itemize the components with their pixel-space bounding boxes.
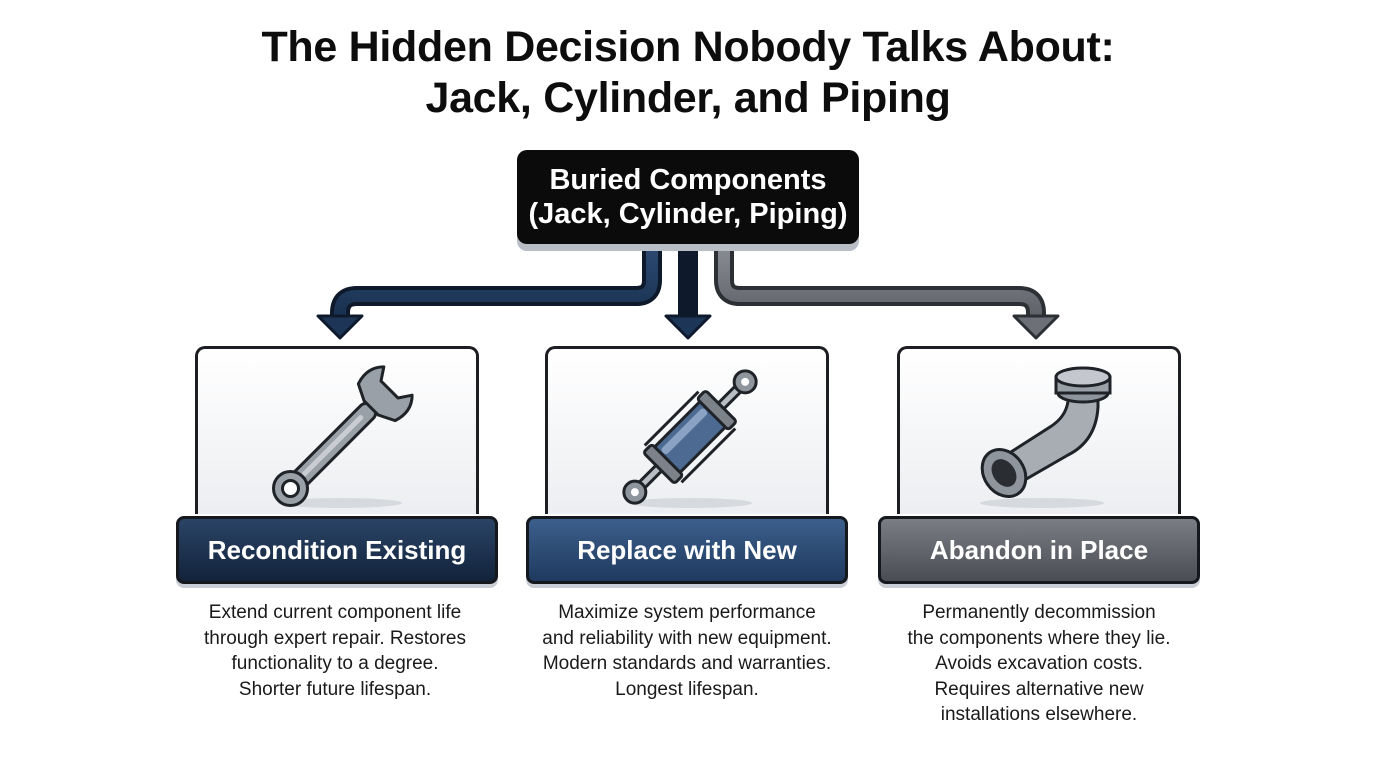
arrow-left — [316, 246, 662, 340]
arrow-right — [714, 246, 1060, 340]
description-line: Modern standards and warranties. — [542, 653, 832, 674]
hydraulic-cylinder-icon — [622, 369, 758, 508]
option-description-replace: Maximize system performance and reliabil… — [517, 600, 857, 702]
description-line: Maximize system performance — [558, 602, 816, 623]
option-label-abandon: Abandon in Place — [878, 516, 1200, 584]
description-line: Shorter future lifespan. — [238, 678, 432, 700]
option-label-text: Replace with New — [577, 534, 797, 565]
description-line: functionality to a degree. — [231, 653, 439, 674]
description-line: Avoids excavation costs. — [935, 653, 1143, 674]
option-card-replace — [545, 346, 829, 514]
description-line: and reliability with new equipment. — [542, 627, 832, 649]
description-line: the components where they lie. — [907, 627, 1171, 649]
title-line-2: Jack, Cylinder, and Piping — [425, 74, 951, 122]
description-line: through expert repair. Restores — [204, 627, 466, 649]
arrow-middle — [664, 246, 712, 340]
description-line: Extend current component life — [208, 602, 462, 623]
root-node-line-2: (Jack, Cylinder, Piping) — [528, 198, 848, 230]
option-description-abandon: Permanently decommission the components … — [869, 600, 1209, 728]
description-line: Requires alternative new — [934, 678, 1144, 700]
root-node-line-1: Buried Components — [549, 164, 827, 196]
option-card-abandon — [897, 346, 1181, 514]
option-label-recondition: Recondition Existing — [176, 516, 498, 584]
description-line: Permanently decommission — [922, 602, 1156, 623]
title-line-1: The Hidden Decision Nobody Talks About: — [261, 23, 1115, 71]
pipe-elbow-icon — [980, 366, 1112, 508]
root-node-buried-components: Buried Components (Jack, Cylinder, Pipin… — [517, 150, 859, 244]
option-label-text: Recondition Existing — [207, 534, 467, 565]
option-card-recondition — [195, 346, 479, 514]
description-line: Longest lifespan. — [615, 678, 759, 700]
option-description-recondition: Extend current component life through ex… — [165, 600, 505, 702]
page-title: The Hidden Decision Nobody Talks About: … — [0, 22, 1376, 124]
option-label-replace: Replace with New — [526, 516, 848, 584]
option-label-text: Abandon in Place — [929, 534, 1149, 565]
wrench-icon — [272, 365, 414, 508]
description-line: installations elsewhere. — [940, 704, 1138, 725]
